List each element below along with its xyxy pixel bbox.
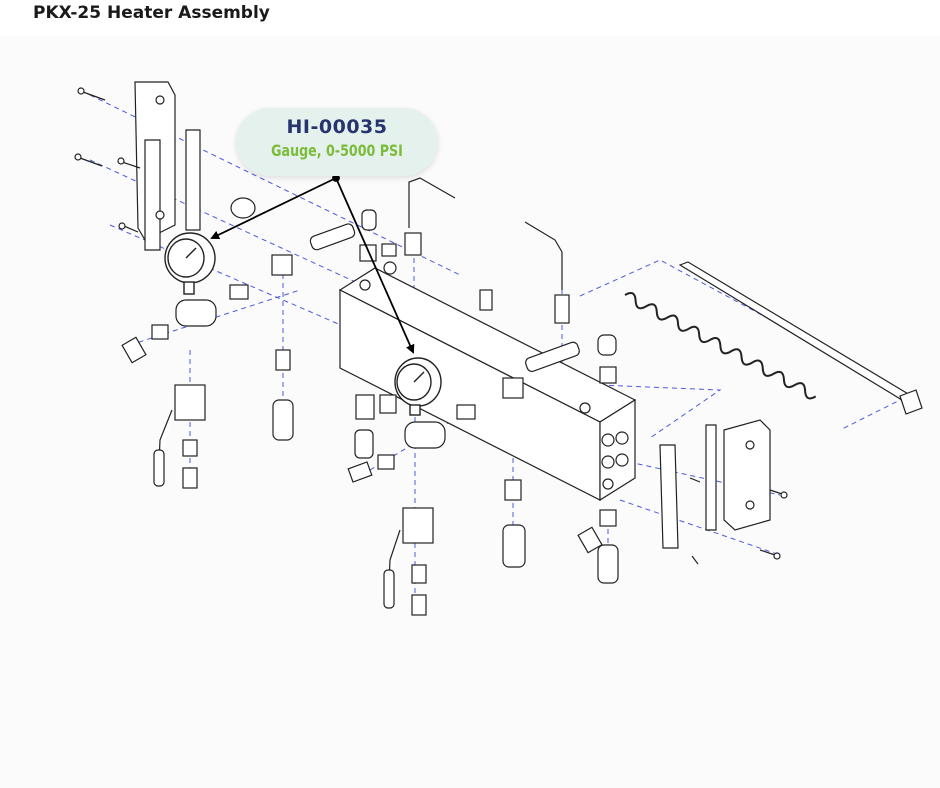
thermocouples xyxy=(408,177,563,290)
right-bracket xyxy=(659,419,771,549)
ball-valve-bottom xyxy=(383,507,434,616)
callout-part-number: HI-00035 xyxy=(286,116,388,138)
screws xyxy=(74,87,788,565)
heater-spring xyxy=(624,291,817,400)
fittings xyxy=(121,209,617,554)
left-bracket xyxy=(134,81,201,251)
transducers xyxy=(272,399,619,584)
ball-valve-left xyxy=(153,384,206,489)
heater-rod xyxy=(678,261,923,415)
pressure-gauge-top xyxy=(164,232,216,295)
callout-description: Gauge, 0-5000 PSI xyxy=(271,141,403,160)
pressure-gauge-middle xyxy=(394,357,442,416)
heater-block xyxy=(338,261,637,502)
page-title: PKX-25 Heater Assembly xyxy=(33,3,270,23)
adapters xyxy=(175,197,580,449)
part-callout: HI-00035 Gauge, 0-5000 PSI xyxy=(236,108,438,176)
